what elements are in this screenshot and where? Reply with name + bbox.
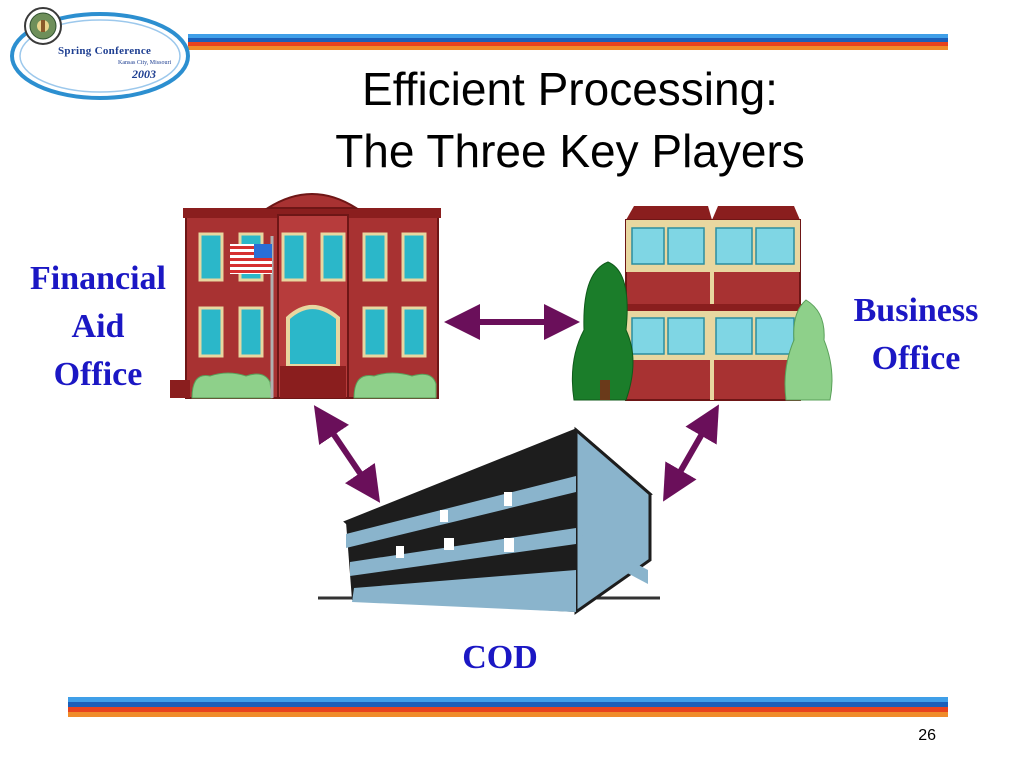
header-stripe bbox=[188, 34, 948, 50]
title-line-1: Efficient Processing: bbox=[362, 63, 778, 115]
arrow-business-cod bbox=[663, 404, 719, 502]
fao-label-line-1: Financial bbox=[29, 260, 167, 297]
logo-title: Spring Conference bbox=[58, 45, 151, 57]
fao-label-line-3: Office bbox=[53, 356, 143, 393]
logo-year: 2003 bbox=[131, 67, 156, 81]
cod-label: COD bbox=[462, 639, 538, 676]
logo-location: Kansas City, Missouri bbox=[118, 60, 171, 66]
seal-icon bbox=[24, 7, 62, 45]
title-line-2: The Three Key Players bbox=[335, 125, 805, 177]
brick-office-building-icon bbox=[571, 206, 833, 401]
conference-logo: Spring Conference Kansas City, Missouri … bbox=[10, 7, 190, 100]
slide-number: 26 bbox=[918, 727, 936, 744]
slide-title: Efficient Processing: The Three Key Play… bbox=[200, 58, 940, 182]
financial-aid-office-label: Financial Aid Office bbox=[12, 255, 184, 399]
office-tower-icon bbox=[318, 426, 660, 615]
footer-stripe bbox=[68, 697, 948, 717]
biz-label-line-1: Business bbox=[853, 292, 979, 329]
biz-label-line-2: Office bbox=[871, 340, 961, 377]
fao-label-line-2: Aid bbox=[71, 308, 125, 345]
school-building-icon bbox=[170, 193, 441, 399]
business-office-label: Business Office bbox=[832, 287, 1000, 383]
arrow-fao-cod bbox=[313, 405, 381, 503]
